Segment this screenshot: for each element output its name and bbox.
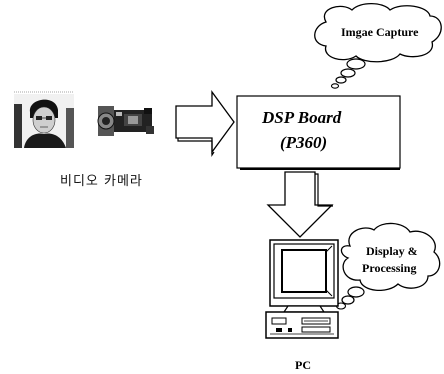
- dsp-board-title: DSP Board: [261, 108, 342, 127]
- video-camera-icon: [97, 106, 154, 136]
- display-processing-cloud: Display & Processing: [335, 222, 441, 310]
- video-camera-caption: 비디오 카메라: [60, 174, 143, 189]
- pc-label: PC: [295, 358, 311, 372]
- pc-computer-icon: [265, 239, 339, 339]
- dsp-board-model: (P360): [280, 133, 327, 152]
- arrow-right-icon: [175, 90, 235, 157]
- person-face-image: [14, 91, 74, 148]
- dsp-board: DSP Board (P360): [236, 95, 401, 170]
- arrow-down-icon: [266, 171, 334, 238]
- processing-label: Processing: [362, 261, 416, 275]
- display-label: Display &: [366, 244, 418, 258]
- image-capture-label: Imgae Capture: [341, 25, 419, 39]
- image-capture-cloud: Imgae Capture: [314, 2, 442, 89]
